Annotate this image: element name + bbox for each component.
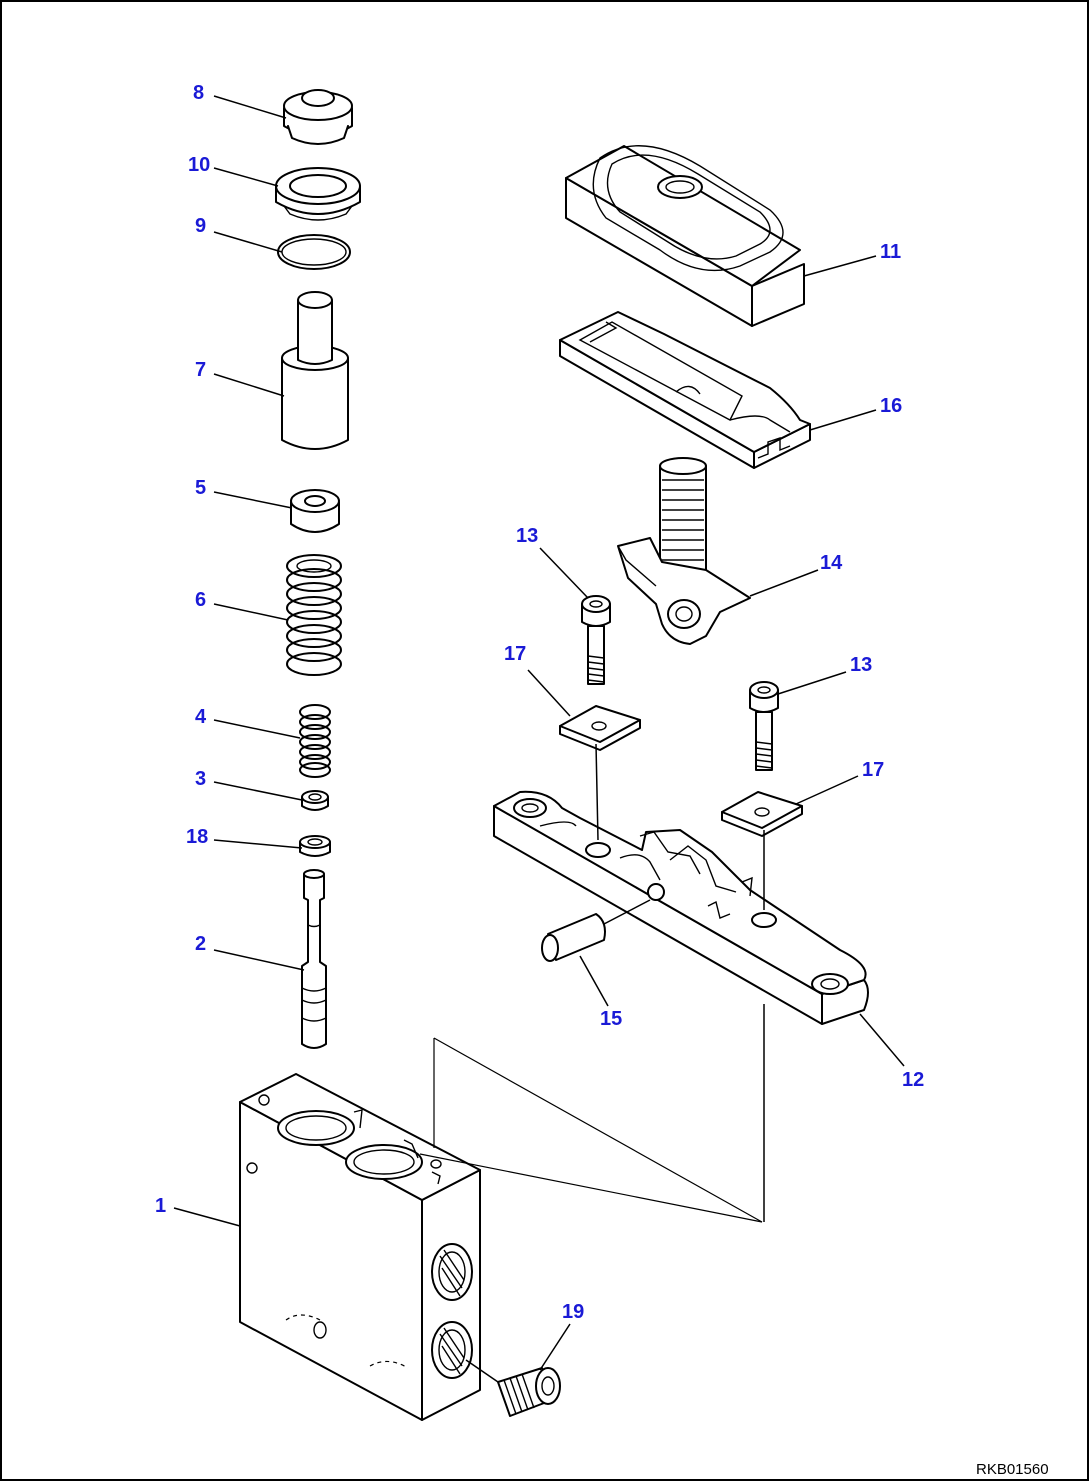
callout-13-upper: 13	[516, 525, 538, 547]
part-18-washer[interactable]	[299, 835, 331, 857]
assembly-lines	[419, 743, 765, 1223]
port-to-plug-line	[465, 1359, 499, 1383]
callout-labels: 8 10 9 7 5 6 4 3 18 2 1 19 11 16 13 14 1…	[155, 82, 924, 1323]
part-4-spring[interactable]	[299, 704, 331, 778]
part-8-cap[interactable]	[283, 89, 353, 145]
part-19-plug[interactable]	[497, 1367, 561, 1417]
part-2-spool[interactable]	[301, 869, 327, 1049]
part-13-bolt-upper[interactable]	[581, 595, 611, 685]
callout-19: 19	[562, 1301, 584, 1323]
part-11-cover[interactable]	[565, 145, 805, 327]
callout-5: 5	[195, 477, 206, 499]
callout-13-lower: 13	[850, 654, 872, 676]
callout-16: 16	[880, 395, 902, 417]
drawing-code: RKB01560	[976, 1461, 1049, 1478]
callout-12: 12	[902, 1069, 924, 1091]
part-7-piston[interactable]	[281, 291, 349, 450]
callout-15: 15	[600, 1008, 622, 1030]
part-15-pin[interactable]	[541, 913, 606, 962]
part-13-bolt-lower[interactable]	[749, 681, 779, 771]
callout-14: 14	[820, 552, 843, 574]
callout-17-upper: 17	[504, 643, 526, 665]
callout-4: 4	[195, 706, 207, 728]
callout-8: 8	[193, 82, 204, 104]
part-9-o-ring[interactable]	[277, 234, 351, 270]
part-12-base-lever[interactable]	[493, 790, 869, 1025]
callout-11: 11	[880, 241, 901, 263]
part-10-ring[interactable]	[275, 167, 361, 221]
part-17-spacer-lower[interactable]	[721, 791, 803, 837]
callout-leaders	[173, 95, 905, 1371]
callout-17-lower: 17	[862, 759, 884, 781]
callout-6: 6	[195, 589, 206, 611]
part-6-spring[interactable]	[286, 554, 342, 676]
callout-1: 1	[155, 1195, 166, 1217]
part-5-retainer[interactable]	[290, 489, 340, 533]
callout-2: 2	[195, 933, 206, 955]
callout-7: 7	[195, 359, 206, 381]
callout-9: 9	[195, 215, 206, 237]
callout-18: 18	[186, 826, 208, 848]
part-1-valve-body[interactable]	[239, 1073, 481, 1421]
part-17-spacer-upper[interactable]	[559, 705, 641, 751]
part-16-plate[interactable]	[559, 311, 811, 469]
part-3-washer[interactable]	[301, 790, 329, 811]
part-14-lever[interactable]	[617, 457, 751, 645]
callout-10: 10	[188, 154, 210, 176]
callout-3: 3	[195, 768, 206, 790]
